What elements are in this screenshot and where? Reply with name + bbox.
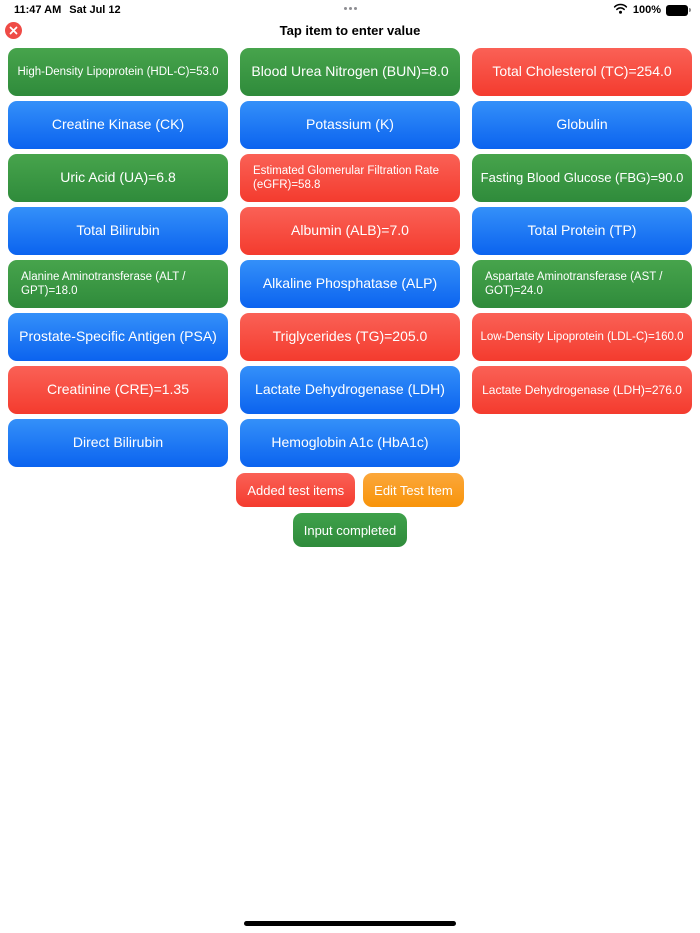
test-item-direct-bilirubin-button[interactable]: Direct Bilirubin [8,419,228,467]
test-item-label: Triglycerides (TG)=205.0 [272,328,428,345]
added-test-items-button[interactable]: Added test items [236,473,356,507]
status-time: 11:47 AM [14,4,62,16]
test-item-aspartate-aminotransferase-ast-got-button[interactable]: Aspartate Aminotransferase (AST / GOT)=2… [472,260,692,308]
test-item-creatine-kinase-ck-button[interactable]: Creatine Kinase (CK) [8,101,228,149]
actions-row-2: Input completed [0,513,700,547]
test-item-label: Aspartate Aminotransferase (AST / GOT)=2… [485,270,663,297]
status-bar: 11:47 AM Sat Jul 12 100% [0,0,700,20]
test-item-alanine-aminotransferase-alt-gpt-button[interactable]: Alanine Aminotransferase (ALT / GPT)=18.… [8,260,228,308]
test-item-total-cholesterol-tc-button[interactable]: Total Cholesterol (TC)=254.0 [472,48,692,96]
battery-percent: 100% [632,4,661,16]
test-item-label: Blood Urea Nitrogen (BUN)=8.0 [251,63,449,80]
home-indicator[interactable] [244,921,456,926]
test-item-high-density-lipoprotein-hdl-c-button[interactable]: High-Density Lipoprotein (HDL-C)=53.0 [8,48,228,96]
test-item-label: Creatine Kinase (CK) [51,116,185,133]
test-item-estimated-glomerular-filtration-rate-egfr-button[interactable]: Estimated Glomerular Filtration Rate (eG… [240,154,460,202]
close-x-icon [9,23,18,38]
test-item-alkaline-phosphatase-alp-button[interactable]: Alkaline Phosphatase (ALP) [240,260,460,308]
wifi-icon [613,3,628,17]
test-item-low-density-lipoprotein-ldl-c-button[interactable]: Low-Density Lipoprotein (LDL-C)=160.0 [472,313,692,361]
test-item-lactate-dehydrogenase-ldh-button[interactable]: Lactate Dehydrogenase (LDH)=276.0 [472,366,692,414]
test-item-label: Globulin [556,116,608,133]
test-item-fasting-blood-glucose-fbg-button[interactable]: Fasting Blood Glucose (FBG)=90.0 [472,154,692,202]
status-indicators: 100% [613,3,691,17]
battery-icon [666,4,691,16]
status-date: Sat Jul 12 [69,4,121,16]
test-item-triglycerides-tg-button[interactable]: Triglycerides (TG)=205.0 [240,313,460,361]
test-item-hemoglobin-a1c-hba1c-button[interactable]: Hemoglobin A1c (HbA1c) [240,419,460,467]
test-item-albumin-alb-button[interactable]: Albumin (ALB)=7.0 [240,207,460,255]
input-completed-button[interactable]: Input completed [292,513,408,547]
test-item-label: Total Cholesterol (TC)=254.0 [492,63,672,80]
test-item-label: High-Density Lipoprotein (HDL-C)=53.0 [17,65,219,78]
test-item-label: Albumin (ALB)=7.0 [291,222,409,239]
test-item-label: Fasting Blood Glucose (FBG)=90.0 [480,169,684,185]
test-item-label: Potassium (K) [306,116,394,133]
test-item-label: Lactate Dehydrogenase (LDH) [255,381,445,398]
edit-test-item-button[interactable]: Edit Test Item [363,473,464,507]
test-item-label: Alkaline Phosphatase (ALP) [262,275,438,292]
status-time-date: 11:47 AM Sat Jul 12 [14,4,121,16]
test-item-potassium-k-button[interactable]: Potassium (K) [240,101,460,149]
close-button[interactable] [5,22,22,39]
test-item-label: Prostate-Specific Antigen (PSA) [19,328,217,345]
test-item-label: Uric Acid (UA)=6.8 [60,169,176,186]
test-item-blood-urea-nitrogen-bun-button[interactable]: Blood Urea Nitrogen (BUN)=8.0 [240,48,460,96]
test-item-uric-acid-ua-button[interactable]: Uric Acid (UA)=6.8 [8,154,228,202]
test-item-label: Hemoglobin A1c (HbA1c) [271,434,429,451]
test-item-label: Estimated Glomerular Filtration Rate (eG… [253,164,439,191]
test-item-label: Lactate Dehydrogenase (LDH)=276.0 [482,382,682,397]
test-item-creatinine-cre-button[interactable]: Creatinine (CRE)=1.35 [8,366,228,414]
test-item-globulin-button[interactable]: Globulin [472,101,692,149]
test-item-prostate-specific-antigen-psa-button[interactable]: Prostate-Specific Antigen (PSA) [8,313,228,361]
test-item-label: Low-Density Lipoprotein (LDL-C)=160.0 [480,330,684,343]
page-title: Tap item to enter value [279,23,421,38]
test-item-label: Alanine Aminotransferase (ALT / GPT)=18.… [21,270,186,297]
test-item-label: Creatinine (CRE)=1.35 [46,381,189,398]
test-item-label: Total Bilirubin [76,222,160,239]
test-item-total-protein-tp-button[interactable]: Total Protein (TP) [472,207,692,255]
test-item-lactate-dehydrogenase-ldh-button[interactable]: Lactate Dehydrogenase (LDH) [240,366,460,414]
test-item-label: Direct Bilirubin [72,434,164,451]
multitasking-dots-icon [0,7,700,10]
test-item-label: Total Protein (TP) [527,222,637,239]
test-item-total-bilirubin-button[interactable]: Total Bilirubin [8,207,228,255]
